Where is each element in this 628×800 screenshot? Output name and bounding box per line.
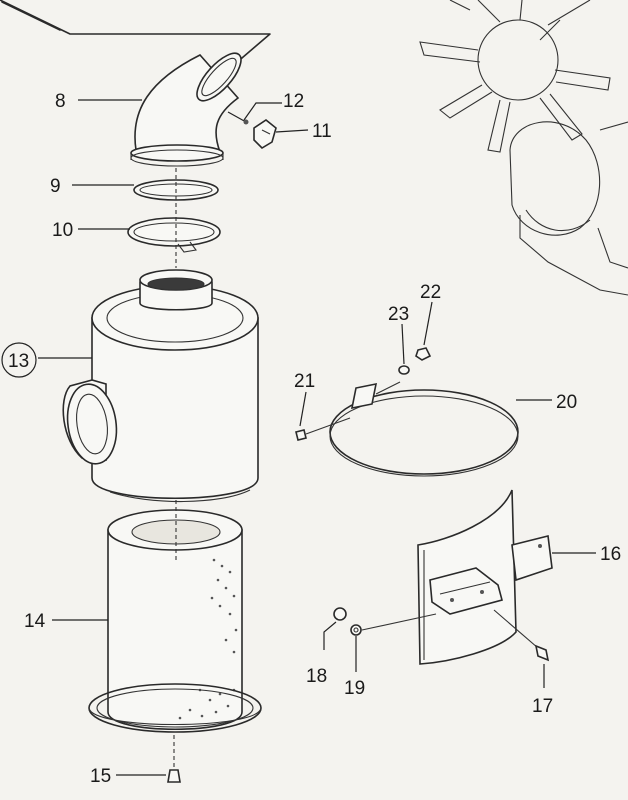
label-part-10: 10 [52,220,73,241]
engine-housing [509,121,628,296]
assembly-axis [173,168,177,768]
part-13-marker [1,342,37,378]
mounting-bracket [417,489,553,665]
label-part-23: 23 [388,304,409,325]
hose-clamp-screw [227,111,249,125]
label-part-19: 19 [344,678,365,699]
hose-clip [253,119,277,150]
label-part-11: 11 [312,121,332,142]
band-bolt [295,417,351,441]
bracket-bolt [493,609,550,662]
label-part-13: 13 [8,351,29,372]
label-part-15: 15 [90,766,111,787]
filter-element [88,509,262,733]
band-nut [415,347,432,361]
label-part-16: 16 [600,544,621,565]
elbow-hose [130,52,242,167]
label-part-22: 22 [420,282,441,303]
label-part-18: 18 [306,666,327,687]
hose-clamp [127,217,221,253]
filter-perforation [178,558,238,720]
label-part-20: 20 [556,392,577,413]
band-washer [398,365,410,375]
label-part-21: 21 [294,371,315,392]
leader-lines [38,99,596,776]
label-part-17: 17 [532,696,553,717]
engine-fan [419,0,611,153]
label-part-14: 14 [24,611,46,632]
label-part-9: 9 [50,176,61,197]
bracket-nut [333,607,347,621]
label-part-12: 12 [283,91,304,112]
intake-duct-lines [0,0,271,71]
air-cleaner-housing [62,269,259,503]
part-labels: 8 9 10 11 12 13 14 15 16 17 18 19 20 21 … [8,91,621,787]
mounting-band [329,381,519,477]
label-part-8: 8 [55,91,66,112]
wing-nut [167,769,181,783]
bracket-washer [350,613,437,636]
